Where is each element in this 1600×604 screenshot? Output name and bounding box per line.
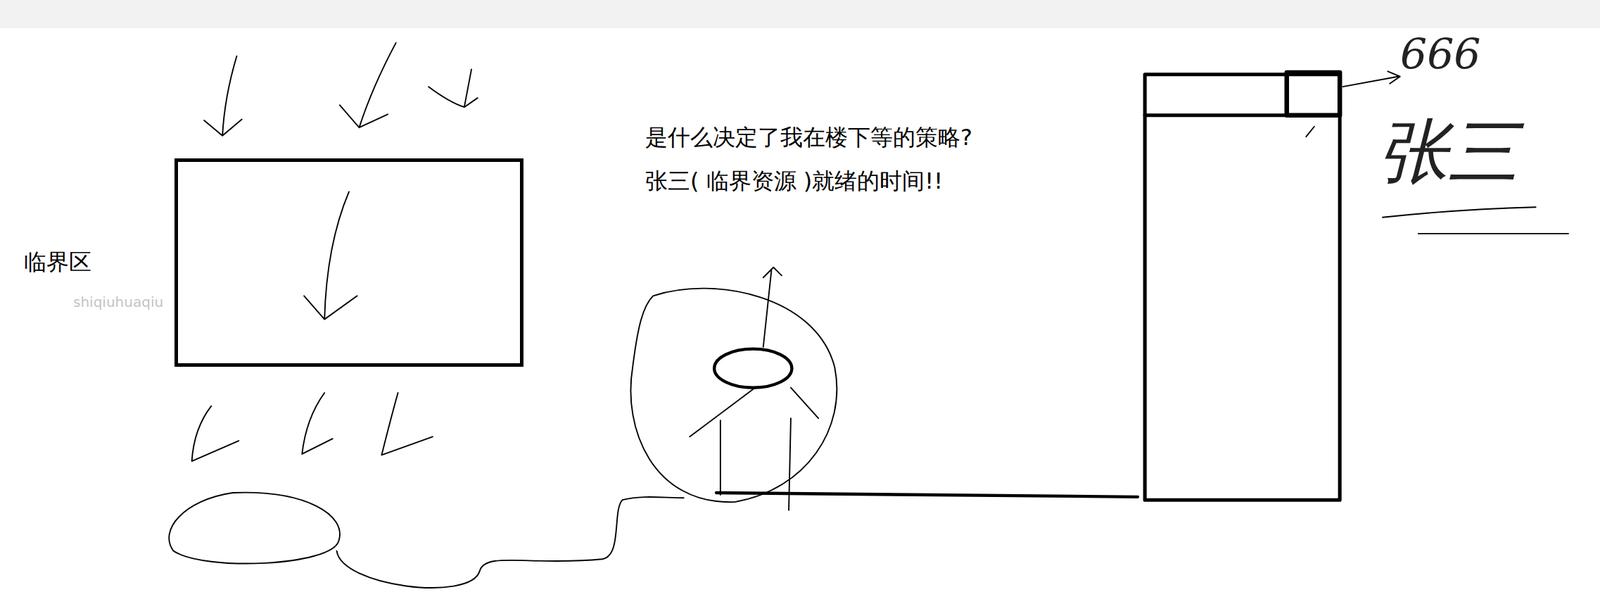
handwritten-name: 张三 xyxy=(1377,105,1519,201)
question-text: 是什么决定了我在楼下等的策略? xyxy=(645,122,973,154)
region-label: 临界区 xyxy=(23,246,92,278)
answer-text: 张三( 临界资源 )就绪的时间!! xyxy=(645,166,943,198)
handwritten-number: 666 xyxy=(1400,29,1482,79)
top-bar xyxy=(0,0,1600,29)
watermark: shiqiuhuaqiu xyxy=(73,293,164,311)
critical-section-box: 临界区 xyxy=(174,158,524,367)
